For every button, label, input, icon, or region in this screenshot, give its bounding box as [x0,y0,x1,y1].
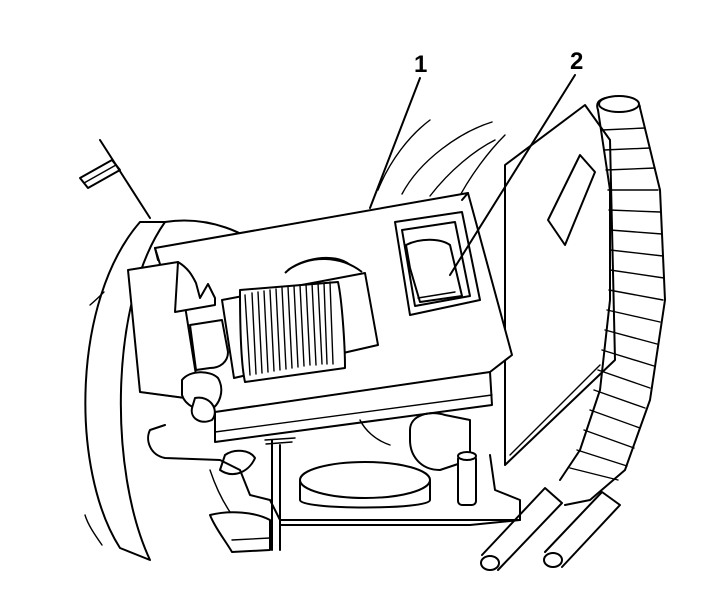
upper-left-bracket [79,139,151,219]
background-curves [377,119,506,206]
lower-mechanism [147,412,521,553]
ribbed-hose [559,95,666,506]
leader-line-2 [449,74,576,276]
lower-tubes [480,487,621,571]
callout-label-2: 2 [570,48,583,75]
leader-lines [369,74,576,276]
leader-line-1 [369,77,421,209]
main-housing [127,192,513,443]
callout-label-1: 1 [414,51,427,78]
